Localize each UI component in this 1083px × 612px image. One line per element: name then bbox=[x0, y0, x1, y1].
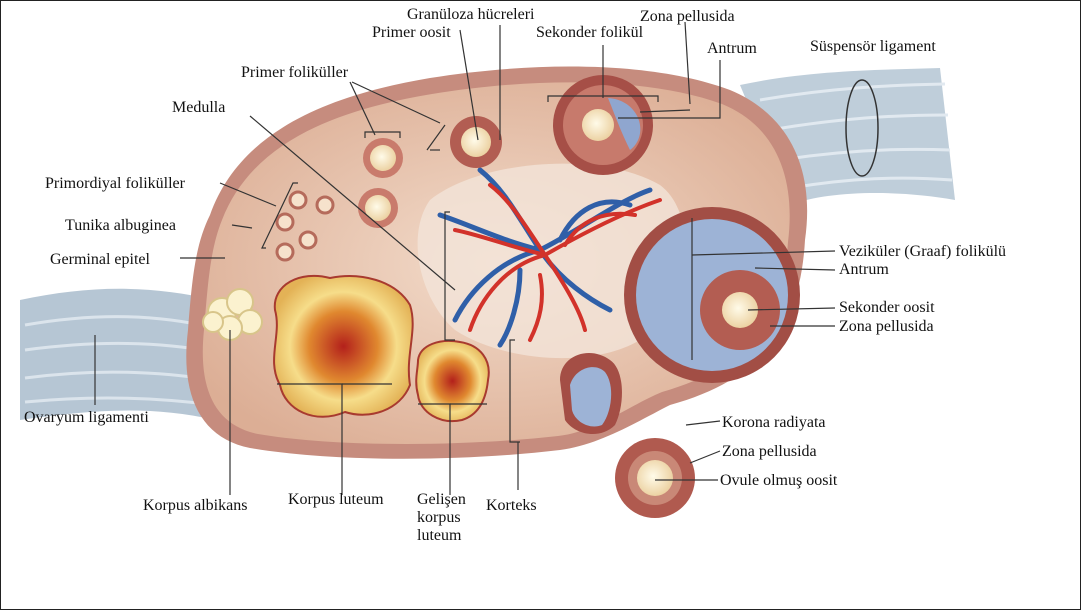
label-korpus-luteum: Korpus luteum bbox=[288, 491, 384, 509]
label-germinal: Germinal epitel bbox=[50, 251, 150, 269]
label-primordiyal: Primordiyal foliküller bbox=[45, 175, 185, 193]
label-vezikuler: Veziküler (Graaf) folikülü bbox=[839, 243, 1006, 261]
graafian-follicle bbox=[624, 207, 800, 383]
label-sekonder-oosit: Sekonder oosit bbox=[839, 299, 935, 317]
label-zona-top: Zona pellusida bbox=[640, 8, 735, 26]
label-sekonder-folikul: Sekonder folikül bbox=[536, 24, 643, 42]
label-granuloza: Granüloza hücreleri bbox=[407, 6, 534, 24]
label-ovaryum: Ovaryum ligamenti bbox=[24, 409, 149, 427]
corpus-luteum bbox=[274, 276, 413, 417]
label-korpus-albikans: Korpus albikans bbox=[143, 497, 247, 515]
label-tunika: Tunika albuginea bbox=[65, 217, 176, 235]
label-ovule: Ovule olmuş oosit bbox=[720, 472, 837, 490]
label-zona-bottom: Zona pellusida bbox=[722, 443, 817, 461]
label-antrum-top: Antrum bbox=[707, 40, 757, 58]
label-primer-oosit: Primer oosit bbox=[372, 24, 451, 42]
label-antrum-right: Antrum bbox=[839, 261, 889, 279]
label-primer-folikuller: Primer foliküller bbox=[241, 64, 348, 82]
label-medulla: Medulla bbox=[172, 99, 225, 117]
label-korona: Korona radiyata bbox=[722, 414, 826, 432]
ruptured-follicle bbox=[560, 353, 622, 434]
label-suspensor: Süspensör ligament bbox=[810, 38, 936, 56]
developing-corpus-luteum bbox=[416, 341, 489, 421]
label-gelisen: Gelişen korpus luteum bbox=[417, 491, 477, 545]
label-korteks: Korteks bbox=[486, 497, 537, 515]
ovulated-oocyte bbox=[615, 438, 695, 518]
label-zona-right: Zona pellusida bbox=[839, 318, 934, 336]
